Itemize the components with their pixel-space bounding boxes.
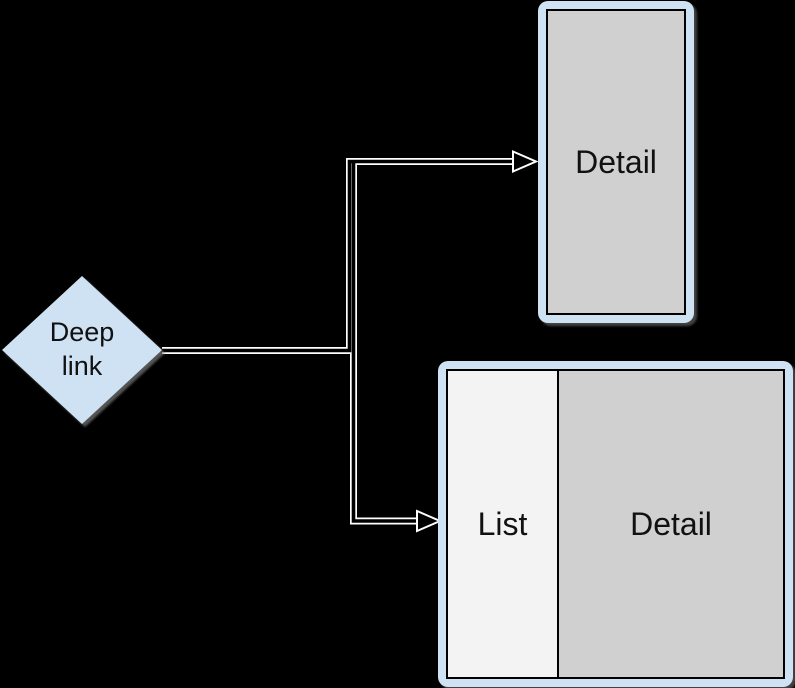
connector-core-bottom [351,161,417,523]
connector-deeplink-to-listdetail [350,161,417,525]
detail-panel-label: Detail [630,505,712,542]
detail-pane-body: Detail [546,9,686,315]
arrowhead-top-icon [512,149,539,174]
connector-deeplink-to-detail [162,158,513,354]
list-detail-pane: List Detail [438,361,793,687]
detail-pane: Detail [538,1,694,323]
deep-link-label: Deep link [49,317,115,381]
arrowhead-bottom-icon [416,509,443,533]
list-detail-pane-body: List Detail [446,369,785,679]
detail-panel: Detail [559,371,783,677]
list-panel-label: List [477,505,528,542]
deep-link-node: Deep link [2,276,162,424]
detail-pane-label: Detail [575,143,657,180]
deep-link-diamond: Deep link [2,276,162,424]
connector-core-top [162,159,513,353]
list-panel: List [448,371,559,677]
